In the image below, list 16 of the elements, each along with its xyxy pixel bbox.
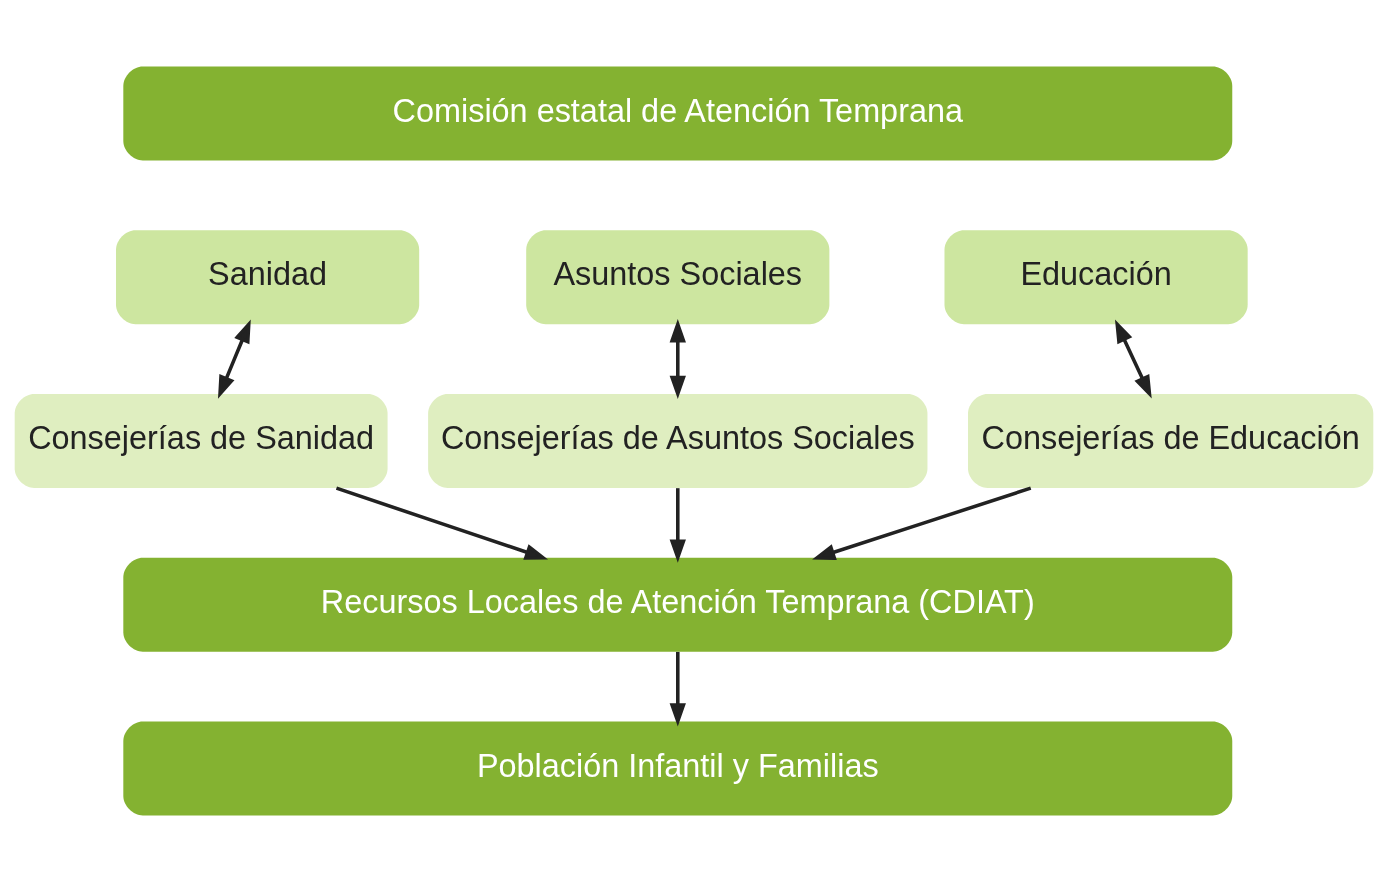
node-box: Asuntos Sociales bbox=[526, 229, 830, 324]
node-box: Población Infantil y Familias bbox=[123, 721, 1233, 815]
node-box: Consejerías de Asuntos Sociales bbox=[428, 393, 928, 488]
node-box: Consejerías de Educación bbox=[968, 393, 1374, 488]
node-box: Educación bbox=[944, 229, 1248, 324]
arrow bbox=[1114, 319, 1152, 399]
arrow bbox=[669, 487, 686, 563]
arrow bbox=[335, 486, 549, 560]
arrow bbox=[669, 318, 686, 399]
node-box: Consejerías de Sanidad bbox=[14, 393, 388, 488]
node-box: Recursos Locales de Atención Temprana (CDIAT) bbox=[123, 557, 1233, 652]
arrow bbox=[812, 486, 1032, 560]
arrow bbox=[218, 318, 251, 399]
arrow bbox=[669, 651, 686, 727]
node-box: Comisión estatal de Atención Temprana bbox=[123, 66, 1233, 160]
node-box: Sanidad bbox=[116, 229, 420, 324]
